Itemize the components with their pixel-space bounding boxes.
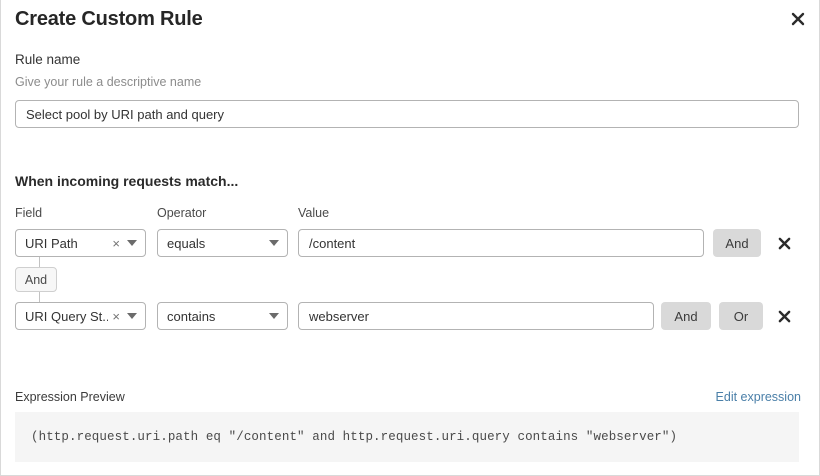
or-button-row-2[interactable]: Or	[719, 302, 763, 330]
and-button-row-2[interactable]: And	[661, 302, 711, 330]
chevron-down-icon	[127, 240, 137, 246]
close-icon[interactable]	[785, 6, 811, 32]
column-header-value: Value	[298, 206, 330, 220]
operator-select-row-1[interactable]: equals	[157, 229, 288, 257]
group-connector-line-bottom	[39, 291, 40, 302]
chevron-down-icon	[269, 240, 279, 246]
value-input-row-2[interactable]	[298, 302, 654, 330]
chevron-down-icon	[127, 313, 137, 319]
group-connector-line-top	[39, 257, 40, 268]
field-select-row-2[interactable]: URI Query St... ×	[15, 302, 146, 330]
field-select-row-1-value: URI Path	[25, 235, 78, 251]
remove-condition-button-row-1[interactable]	[773, 229, 795, 257]
clear-icon[interactable]: ×	[112, 235, 120, 251]
column-header-field: Field	[15, 206, 43, 220]
expression-preview-label: Expression Preview	[15, 390, 125, 404]
value-input-row-1[interactable]	[298, 229, 704, 257]
rule-name-hint: Give your rule a descriptive name	[15, 75, 202, 89]
expression-preview-code: (http.request.uri.path eq "/content" and…	[31, 430, 678, 444]
operator-select-row-2-value: contains	[167, 308, 216, 324]
edit-expression-link[interactable]: Edit expression	[715, 390, 801, 404]
rule-name-label: Rule name	[15, 52, 81, 67]
close-icon	[778, 237, 790, 249]
operator-select-row-1-value: equals	[167, 235, 206, 251]
group-connector-badge[interactable]: And	[15, 267, 57, 292]
close-glyph	[791, 12, 805, 26]
chevron-down-icon	[269, 313, 279, 319]
dialog-title: Create Custom Rule	[15, 8, 203, 30]
clear-icon[interactable]: ×	[112, 308, 120, 324]
remove-condition-button-row-2[interactable]	[773, 302, 795, 330]
and-button-row-1[interactable]: And	[713, 229, 761, 257]
field-select-row-2-value: URI Query St...	[25, 308, 109, 324]
operator-select-row-2[interactable]: contains	[157, 302, 288, 330]
rule-name-input[interactable]	[15, 100, 799, 128]
column-header-operator: Operator	[157, 206, 207, 220]
field-select-row-1[interactable]: URI Path ×	[15, 229, 146, 257]
expression-preview-box: (http.request.uri.path eq "/content" and…	[15, 412, 799, 462]
match-section-heading: When incoming requests match...	[15, 173, 239, 189]
close-icon	[778, 310, 790, 322]
